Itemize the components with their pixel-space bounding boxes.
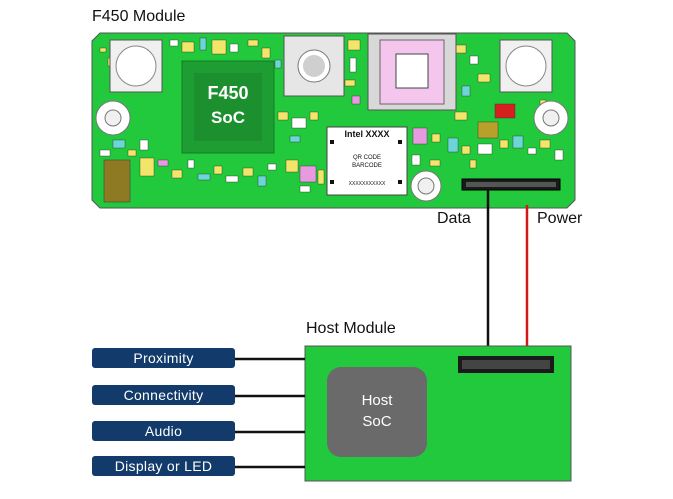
- host-soc-line2: SoC: [362, 413, 392, 430]
- sensor-right: [499, 39, 553, 93]
- image-sensor: [367, 33, 457, 111]
- battery-connector: [103, 159, 131, 203]
- f450-soc-line2: SoC: [211, 108, 245, 127]
- host-soc-chip: [327, 367, 427, 457]
- projector-lens: [283, 35, 345, 97]
- host-soc-text: Host SoC: [327, 390, 427, 432]
- mounting-holes: [95, 100, 569, 202]
- host-soc-line1: Host: [361, 392, 393, 409]
- host-module-board: [304, 345, 572, 482]
- data-label: Data: [437, 210, 471, 227]
- barcode-label: BARCODE: [352, 163, 382, 169]
- f450-connector: [461, 178, 561, 191]
- f450-soc-chip: [181, 60, 275, 154]
- serial-label: XXXXXXXXXXX: [348, 181, 386, 187]
- host-connector: [458, 356, 554, 373]
- intel-chip-text: Intel XXXX QR CODE BARCODE XXXXXXXXXXX: [327, 127, 407, 187]
- f450-module-board: [91, 32, 576, 209]
- host-module-title: Host Module: [306, 320, 396, 337]
- f450-soc-text: F450 SoC: [194, 82, 262, 132]
- peripheral-connectivity: Connectivity: [92, 385, 235, 405]
- power-label: Power: [537, 210, 583, 227]
- peripheral-display-or-led: Display or LED: [92, 456, 235, 476]
- qr-code-label: QR CODE: [352, 155, 381, 161]
- f450-soc-line1: F450: [207, 83, 249, 103]
- f450-module-title: F450 Module: [92, 8, 186, 25]
- sensor-left: [109, 39, 163, 93]
- peripheral-audio: Audio: [92, 421, 235, 441]
- peripheral-lines: [235, 357, 305, 469]
- intel-qr-chip: [326, 126, 408, 196]
- intel-chip-label: Intel XXXX: [344, 129, 390, 139]
- peripheral-proximity: Proximity: [92, 348, 235, 368]
